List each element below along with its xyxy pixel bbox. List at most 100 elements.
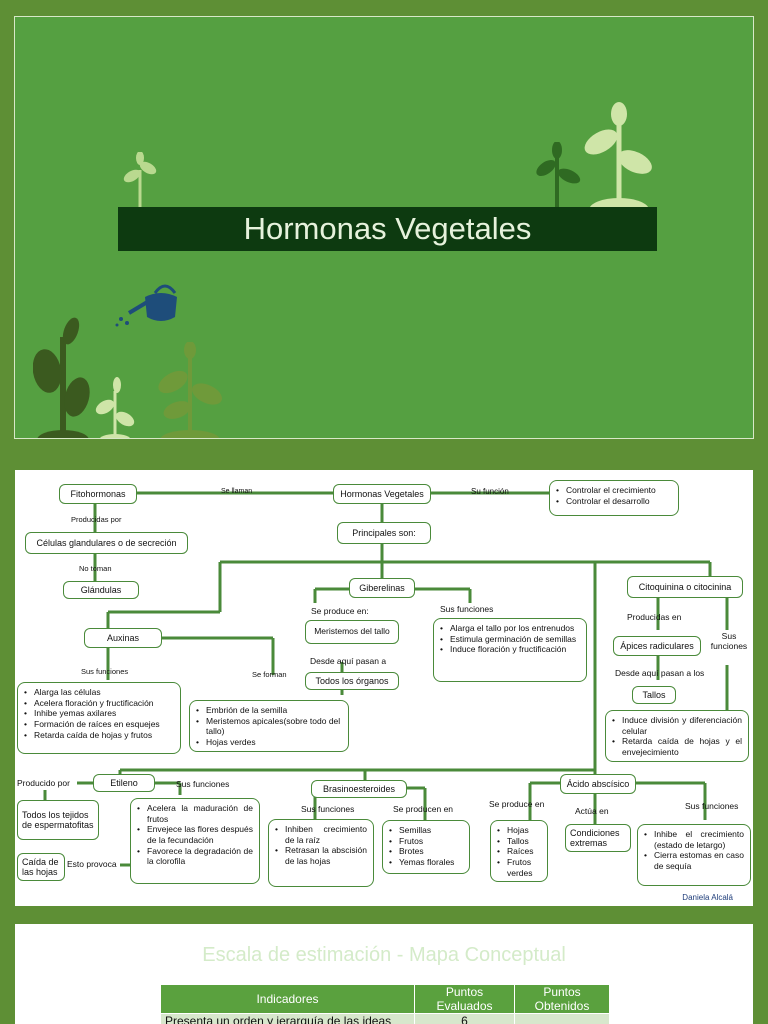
brasino-produccion-list: Semillas Frutos Brotes Yemas florales <box>382 820 470 874</box>
list-item: Cierra estomas en caso de sequía <box>644 850 744 871</box>
esto-provoca-label: Esto provoca <box>67 859 117 869</box>
list-item: Formación de raíces en esquejes <box>24 719 174 730</box>
list-item: Yemas florales <box>389 857 463 868</box>
list-item: Retrasan la abscisión de las hojas <box>275 845 367 866</box>
list-item: Hojas <box>497 825 541 836</box>
list-item: Estimula germinación de semillas <box>440 634 580 645</box>
abscisico-funciones-list: Inhibe el crecimiento (estado de letargo… <box>637 824 751 886</box>
producido-por-label: Producido por <box>17 778 70 788</box>
list-item: Controlar el crecimiento <box>556 485 672 496</box>
table-header: Puntos Obtenidos <box>514 984 610 1014</box>
sprout-icon <box>95 377 135 438</box>
todos-organos-node: Todos los órganos <box>305 672 399 690</box>
table-header: Indicadores <box>160 984 415 1014</box>
list-item: Tallos <box>497 836 541 847</box>
sus-funciones-aba-label: Sus funciones <box>685 801 739 811</box>
list-item: Inhibe el crecimiento (estado de letargo… <box>644 829 744 850</box>
list-item: Frutos <box>389 836 463 847</box>
list-item: Inhiben crecimiento de la raíz <box>275 824 367 845</box>
watering-can-icon <box>115 284 177 327</box>
sprout-icon <box>536 142 581 210</box>
author-credit: Daniela Alcalá <box>682 893 733 902</box>
desde-aqui-los-label: Desde aquí pasan a los <box>615 668 705 678</box>
sus-funciones-aux-label: Sus funciones <box>81 667 129 676</box>
etileno-funciones-list: Acelera la maduración de frutos Envejece… <box>130 798 260 884</box>
rubric-title: Escala de estimación - Mapa Conceptual <box>202 944 566 966</box>
acido-abscisico-node: Ácido abscísico <box>560 774 636 794</box>
table-row: Presenta un orden y jerarquía de las ide… <box>160 1013 610 1024</box>
producidas-en-label: Producidas en <box>627 612 682 622</box>
abscisico-produccion-list: Hojas Tallos Raíces Frutos verdes <box>490 820 548 882</box>
se-forman-list: Embrión de la semilla Meristemos apicale… <box>189 700 349 752</box>
citoquinina-funciones-list: Induce división y diferenciación celular… <box>605 710 749 762</box>
sprout-icon <box>158 342 222 438</box>
hormonas-vegetales-node: Hormonas Vegetales <box>333 484 431 504</box>
list-item: Embrión de la semilla <box>196 705 342 716</box>
list-item: Alarga las células <box>24 687 174 698</box>
se-forman-label: Se forman <box>252 670 287 679</box>
rubric-table: Indicadores Puntos Evaluados Puntos Obte… <box>160 984 610 1024</box>
table-cell: Presenta un orden y jerarquía de las ide… <box>160 1013 415 1024</box>
list-item: Raíces <box>497 846 541 857</box>
list-item: Alarga el tallo por los entrenudos <box>440 623 580 634</box>
list-item: Frutos verdes <box>497 857 541 878</box>
list-item: Brotes <box>389 846 463 857</box>
sprout-icon <box>33 317 90 438</box>
concept-map-slide: Fitohormonas Se llaman Hormonas Vegetale… <box>0 452 768 910</box>
connector-lines <box>43 491 729 867</box>
title-slide-frame: Hormonas Vegetales <box>14 16 754 439</box>
list-item: Semillas <box>389 825 463 836</box>
condiciones-node: Condiciones extremas <box>565 824 631 852</box>
giberelinas-funciones-list: Alarga el tallo por los entrenudos Estim… <box>433 618 587 682</box>
rubric-slide: Escala de estimación - Mapa Conceptual I… <box>0 910 768 1024</box>
se-llaman-label: Se llaman <box>221 488 253 495</box>
principales-node: Principales son: <box>337 522 431 544</box>
meristemos-tallo-node: Meristemos del tallo <box>305 620 399 644</box>
list-item: Controlar el desarrollo <box>556 496 672 507</box>
funcion-list: Controlar el crecimiento Controlar el de… <box>549 480 679 516</box>
list-item: Retarda caída de hojas y frutos <box>24 730 174 741</box>
sus-funciones-eti-label: Sus funciones <box>176 779 230 789</box>
actua-en-label: Actúa en <box>575 806 609 816</box>
sus-funciones-bra-label: Sus funciones <box>301 804 355 814</box>
apices-node: Ápices radiculares <box>613 636 701 656</box>
etileno-node: Etileno <box>93 774 155 792</box>
rubric-sheet: Escala de estimación - Mapa Conceptual I… <box>15 924 753 1024</box>
sprout-icon <box>123 152 157 210</box>
list-item: Acelera la maduración de frutos <box>137 803 253 824</box>
producidas-por-label: Producidas por <box>71 515 122 524</box>
todos-tejidos-node: Todos los tejidos de espermatofitas <box>17 800 99 840</box>
brasino-funciones-list: Inhiben crecimiento de la raíz Retrasan … <box>268 819 374 887</box>
citoquinina-node: Citoquinina o citocinina <box>627 576 743 598</box>
list-item: Retarda caída de hojas y el envejecimien… <box>612 736 742 757</box>
list-item: Inhibe yemas axilares <box>24 708 174 719</box>
list-item: Acelera floración y fructificación <box>24 698 174 709</box>
desde-aqui-label: Desde aquí pasan a <box>310 656 387 666</box>
concept-map: Fitohormonas Se llaman Hormonas Vegetale… <box>15 470 753 906</box>
table-header: Puntos Evaluados <box>414 984 515 1014</box>
su-funcion-label: Su función <box>471 487 509 496</box>
celulas-node: Células glandulares o de secreción <box>25 532 188 554</box>
list-item: Induce floración y fructificación <box>440 644 580 655</box>
giberelinas-node: Giberelinas <box>349 578 415 598</box>
glandulas-node: Glándulas <box>63 581 139 599</box>
list-item: Meristemos apicales(sobre todo del tallo… <box>196 716 342 737</box>
table-cell: 6 <box>414 1013 515 1024</box>
fitohormonas-node: Fitohormonas <box>59 484 137 504</box>
brasinoesteroides-node: Brasinoesteroides <box>311 780 407 798</box>
table-cell <box>514 1013 610 1024</box>
title-band: Hormonas Vegetales <box>118 207 657 251</box>
list-item: Hojas verdes <box>196 737 342 748</box>
slide-title: Hormonas Vegetales <box>243 211 532 246</box>
se-producen-en-label: Se producen en <box>393 804 454 814</box>
sus-funciones-gib-label: Sus funciones <box>440 604 494 614</box>
caida-hojas-node: Caída de las hojas <box>17 853 65 881</box>
list-item: Induce división y diferenciación celular <box>612 715 742 736</box>
title-slide: Hormonas Vegetales <box>0 0 768 452</box>
auxinas-funciones-list: Alarga las células Acelera floración y f… <box>17 682 181 754</box>
list-item: Favorece la degradación de la clorofila <box>137 846 253 867</box>
no-toman-label: No toman <box>79 564 112 573</box>
auxinas-node: Auxinas <box>84 628 162 648</box>
tallos-node: Tallos <box>632 686 676 704</box>
sprout-icon <box>584 102 652 210</box>
